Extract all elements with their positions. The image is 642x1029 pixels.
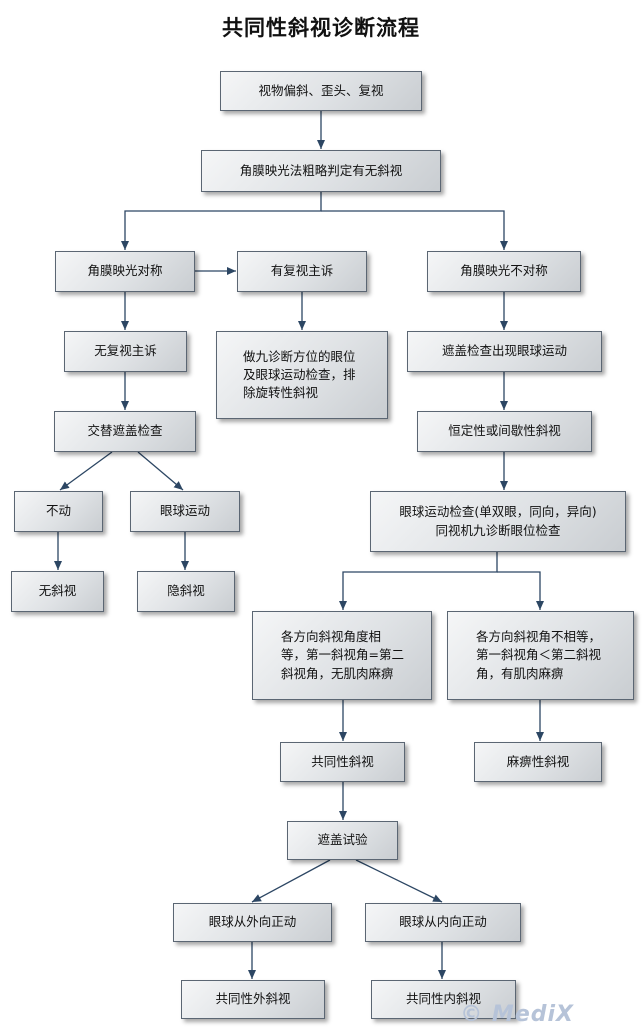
edge-n2-branches xyxy=(121,192,322,250)
node-eye-movement: 眼球运动 xyxy=(130,491,240,532)
node-moves-from-in: 眼球从内向正动 xyxy=(365,903,521,942)
node-diplopia-complaint: 有复视主诉 xyxy=(237,251,367,292)
node-cover-test: 遮盖试验 xyxy=(287,821,398,860)
node-paralytic-strabismus: 麻痹性斜视 xyxy=(474,742,602,782)
edge-n20-n22 xyxy=(355,859,443,903)
edge-n9-n11 xyxy=(59,451,113,491)
node-symptoms: 视物偏斜、歪头、复视 xyxy=(220,71,422,111)
node-reflex-symmetric: 角膜映光对称 xyxy=(55,251,195,292)
node-comitant-esotropia: 共同性内斜视 xyxy=(371,980,516,1019)
node-comitant-exotropia: 共同性外斜视 xyxy=(181,980,325,1019)
node-heterophoria: 隐斜视 xyxy=(137,571,235,612)
edge-n20-n21 xyxy=(251,859,331,903)
edge-n2-n5 xyxy=(321,210,508,250)
node-nine-gaze-exam: 做九诊断方位的眼位 及眼球运动检查，排 除旋转性斜视 xyxy=(216,331,388,419)
edge-n13-n16 xyxy=(339,552,498,610)
node-comitant-strabismus: 共同性斜视 xyxy=(280,742,405,782)
node-constant-intermittent: 恒定性或间歇性斜视 xyxy=(417,411,592,452)
node-corneal-reflex-test: 角膜映光法粗略判定有无斜视 xyxy=(201,150,441,192)
node-equal-angles: 各方向斜视角度相 等，第一斜视角=第二 斜视角，无肌肉麻痹 xyxy=(252,611,432,700)
watermark-logo: © MediX xyxy=(460,1002,574,1027)
diagram-title: 共同性斜视诊断流程 xyxy=(222,16,420,40)
node-no-diplopia: 无复视主诉 xyxy=(64,331,187,372)
edge-n13-n17 xyxy=(497,571,544,610)
edge-n9-n12 xyxy=(137,451,184,491)
node-reflex-asymmetric: 角膜映光不对称 xyxy=(427,251,581,292)
node-cover-test-movement: 遮盖检查出现眼球运动 xyxy=(407,331,602,372)
node-moves-from-out: 眼球从外向正动 xyxy=(173,903,332,942)
node-no-movement: 不动 xyxy=(14,491,103,532)
node-alternate-cover: 交替遮盖检查 xyxy=(54,411,196,452)
node-motility-exam: 眼球运动检查(单双眼，同向，异向) 同视机九诊断眼位检查 xyxy=(370,491,626,552)
node-unequal-angles: 各方向斜视角不相等， 第一斜视角＜第二斜视 角，有肌肉麻痹 xyxy=(447,611,634,700)
node-no-strabismus: 无斜视 xyxy=(11,571,104,612)
